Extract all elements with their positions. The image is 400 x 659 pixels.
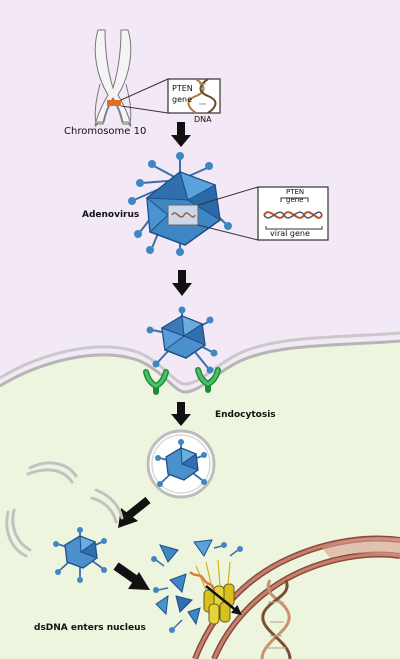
arrow-to-nucleus — [113, 562, 150, 590]
receptor-left — [143, 369, 169, 395]
arrow-virus-to-membrane — [172, 270, 192, 296]
endocytosis-label: Endocytosis — [215, 410, 276, 420]
capsid-fragments — [151, 539, 243, 633]
adenovirus-label: Adenovirus — [82, 210, 140, 220]
recombinant-gene-box — [257, 186, 329, 241]
adenovirus-large — [128, 152, 232, 256]
viral-gene-label: viral gene — [270, 229, 310, 238]
pten-gene-label-1: PTEN — [172, 84, 193, 93]
cell-membrane-inner — [0, 339, 400, 394]
arrow-membrane-to-endosome — [171, 402, 191, 426]
box-pten-label-1: PTEN — [286, 188, 305, 196]
box-pten-label-2: gene — [286, 196, 304, 204]
endosome-fragments — [5, 461, 124, 558]
cytoplasm-region — [0, 340, 400, 659]
receptor-right — [195, 367, 221, 393]
cell-membrane-outer — [0, 331, 400, 386]
nuclear-dna-helix — [260, 579, 292, 659]
arrow-through-pore — [205, 585, 242, 616]
adenovirus-binding — [146, 306, 218, 374]
arrow-endosome-to-release — [118, 496, 151, 528]
nuclear-envelope — [192, 535, 400, 659]
pten-gene-box — [167, 78, 221, 114]
chromosome-label: Chromosome 10 — [64, 126, 147, 137]
dna-label: DNA — [194, 115, 212, 124]
arrow-chromosome-to-virus — [171, 122, 191, 147]
dsdna-strand — [189, 571, 216, 591]
pten-gene-label-2: gene — [172, 95, 192, 104]
pten-locus-band — [107, 100, 121, 106]
adenovirus-released — [53, 527, 107, 583]
dsdna-label: dsDNA enters nucleus — [34, 623, 146, 633]
endosome — [146, 429, 216, 499]
chromosome-10 — [94, 29, 132, 127]
